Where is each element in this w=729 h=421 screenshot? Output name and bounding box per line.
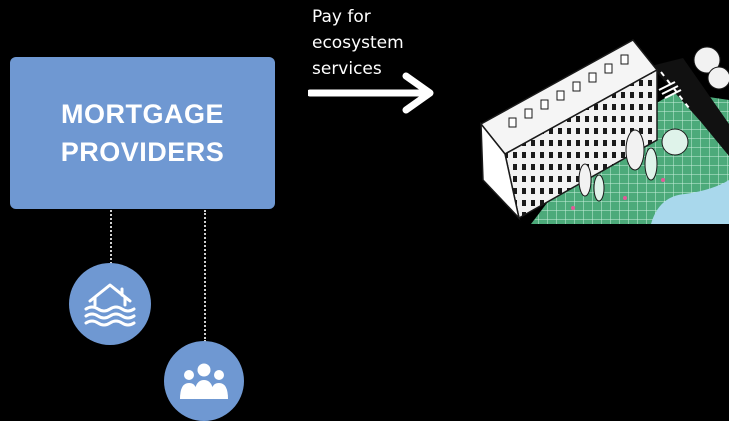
pay-ecosystem-services-label: Pay for ecosystem services [312, 7, 404, 79]
mortgage-providers-box: MORTGAGE PROVIDERS [10, 57, 275, 209]
green-building-illustration [479, 39, 729, 224]
community-circle [164, 341, 244, 421]
mortgage-providers-label: MORTGAGE PROVIDERS [60, 99, 225, 167]
dotted-connector-people [204, 210, 206, 342]
arrow-right-icon [308, 72, 434, 114]
flooded-house-icon [84, 283, 136, 327]
flood-risk-circle [69, 263, 151, 345]
dotted-connector-flood [110, 210, 112, 264]
community-people-icon [180, 363, 228, 399]
